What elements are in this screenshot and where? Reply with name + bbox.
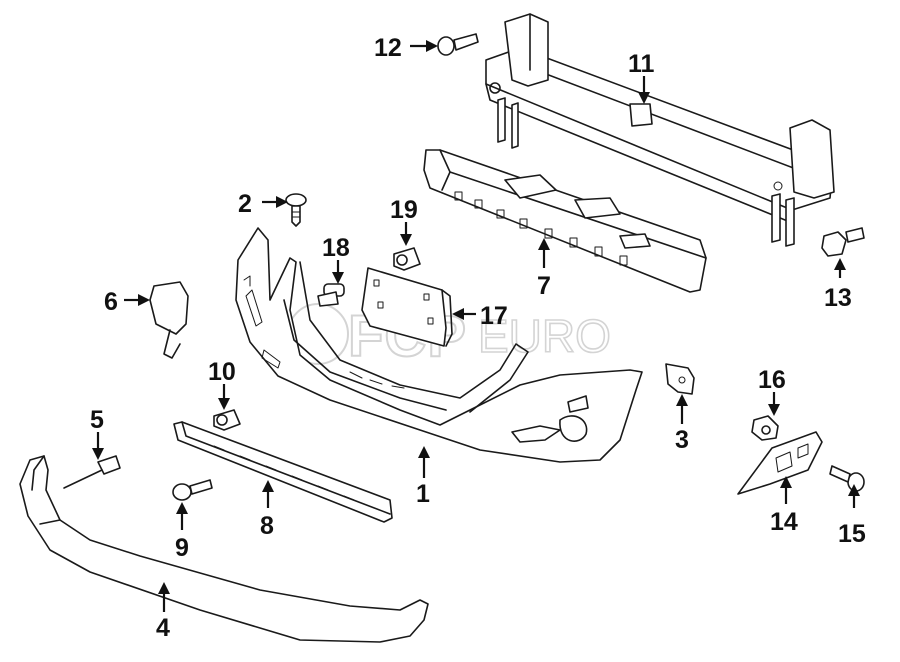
callout-10: 10 [208,358,236,386]
part-8-lower-strip [173,421,393,523]
callout-2: 2 [238,190,252,218]
part-13-bolt [821,227,865,257]
callout-15: 15 [838,520,866,548]
part-4-spoiler [19,455,429,643]
callout-12: 12 [374,34,402,62]
part-2-screw [285,193,307,227]
part-6-tow-cover [149,281,189,359]
part-15-screw [829,465,865,492]
callout-8: 8 [260,512,274,540]
part-12-bolt [437,33,479,56]
part-11-reinforcement-bar [485,13,835,247]
part-18-clip [317,283,345,307]
part-19-clip [393,247,421,271]
callout-9: 9 [175,534,189,562]
callout-17: 17 [480,302,508,330]
part-7-energy-absorber [423,149,707,293]
callout-19: 19 [390,196,418,224]
callout-13: 13 [824,284,852,312]
part-1-bumper-cover [235,227,643,463]
callout-1: 1 [416,480,430,508]
callout-18: 18 [322,234,350,262]
part-5-pin [63,455,121,489]
callout-16: 16 [758,366,786,394]
callout-11: 11 [628,50,655,78]
callout-4: 4 [156,614,170,642]
callout-labels: 1 2 3 4 5 6 7 8 9 10 11 12 13 14 15 16 1… [90,34,866,642]
watermark-logo: FCP EURO [287,303,612,370]
watermark-suffix: EURO [478,310,611,362]
callout-7: 7 [537,272,551,300]
callout-3: 3 [675,426,689,454]
part-16-clip [751,415,779,441]
callout-5: 5 [90,406,104,434]
leader-lines [92,40,860,612]
part-9-screw [172,479,213,501]
part-17-plate-bracket [361,267,453,347]
part-3-bracket [665,363,695,395]
callout-6: 6 [104,288,118,316]
part-14-bracket [737,431,823,495]
part-10-clip [213,409,241,431]
callout-14: 14 [770,508,798,536]
